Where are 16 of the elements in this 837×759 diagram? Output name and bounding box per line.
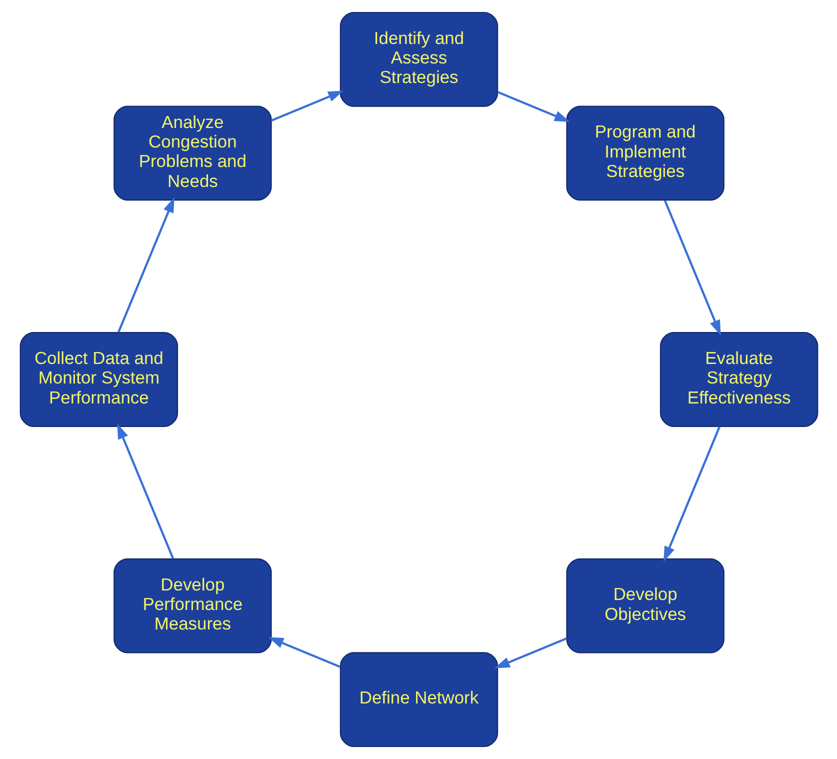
arrow	[268, 637, 340, 668]
arrow	[663, 426, 720, 562]
arrow	[116, 197, 174, 333]
node-box: Analyze Congestion Problems and Needs	[113, 106, 272, 201]
node-box: Develop Performance Measures	[113, 558, 272, 654]
node-box: Evaluate Strategy Effectiveness	[659, 332, 818, 427]
node-box: Collect Data and Monitor System Performance	[19, 332, 178, 427]
arrow	[494, 637, 566, 668]
arrow	[116, 424, 174, 560]
arrow	[496, 91, 570, 122]
arrow	[270, 90, 343, 122]
node-box: Identify and Assess Strategies	[339, 12, 498, 107]
node-box: Program and Implement Strategies	[566, 106, 724, 201]
arrow	[663, 200, 720, 336]
node-box: Define Network	[339, 652, 498, 748]
node-box: Develop Objectives	[566, 558, 724, 654]
